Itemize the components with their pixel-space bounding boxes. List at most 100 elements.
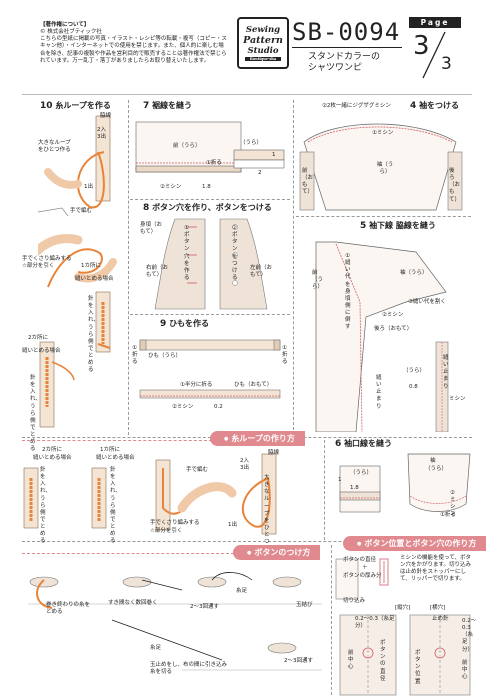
loop-a1: 2カ所に	[42, 447, 62, 453]
pattern-code: SB-0094	[292, 18, 402, 48]
step6-label: 袖口線を縫う	[344, 439, 393, 448]
copyright-company: © 株式会社ブティック社	[40, 29, 102, 36]
page-total: 3	[441, 54, 452, 74]
btn-b8: 2〜3回通す	[284, 658, 313, 664]
s10-label6: 手で編む	[70, 208, 93, 214]
step6-illustration	[339, 453, 471, 513]
s5-machine2: ミシン	[449, 396, 466, 402]
btn-b6: 糸足	[150, 645, 162, 651]
position-illustration	[335, 558, 471, 696]
s6-m18: 1.8	[350, 485, 359, 491]
loop-e2: ☆部分を引く	[150, 528, 183, 534]
button-banner-rule	[22, 553, 234, 554]
s10-label9: 1カ所に	[81, 263, 101, 269]
button-illustration	[28, 572, 322, 671]
s9-fold2: ①折る	[282, 345, 288, 366]
page-slash-icon	[422, 31, 446, 79]
step7-title: 7 裾線を縫う	[143, 100, 192, 111]
s7-m18: 1.8	[202, 184, 211, 190]
s4-front: 前（おもて）	[302, 168, 314, 196]
loop-d4: 脇線	[268, 450, 280, 456]
loop-banner-rule	[22, 440, 212, 441]
s6-fold: ①折る	[440, 512, 456, 518]
step8-label: ボタン穴を作り、ボタンをつける	[152, 203, 272, 212]
pos-p10: ボタンの直径	[380, 640, 386, 682]
step8-title: 8 ボタン穴を作り、ボタンをつける	[143, 202, 272, 213]
page-current: 3	[413, 31, 430, 61]
s7-front: 前（うら）	[173, 143, 201, 149]
step5-illustration	[315, 241, 449, 432]
s5-split: ③縫い代を割く	[408, 299, 446, 305]
loop-c1: 手で編む	[186, 467, 209, 473]
s5-sleeve: 袖（うら）	[400, 270, 428, 276]
title-line1: スタンドカラーの	[308, 52, 381, 62]
loop-d2: 3出	[240, 465, 249, 471]
s5-stop: 縫い止まり	[376, 375, 382, 410]
page-indicator: Page 3 3	[409, 17, 461, 81]
step4-illustration	[299, 123, 463, 211]
btn-b7: 玉止めをし、布の間に引き込み糸を切る	[150, 662, 228, 676]
step10-illustration	[38, 115, 117, 428]
btn-b1: 巻き終わりの糸をとめる	[46, 602, 91, 616]
step9-illustration	[139, 339, 281, 399]
page-label: Page	[409, 17, 461, 28]
s6-machine: ②ミシン	[450, 490, 456, 518]
logo-line3: Studio	[247, 46, 279, 56]
copyright-heading: 【著作権について】	[40, 22, 90, 28]
s9-m02: 0.2	[214, 404, 223, 410]
s4-machine: ①ミシン	[372, 130, 394, 136]
pos-p14: 止め針	[432, 616, 449, 622]
pattern-title: スタンドカラーの シャツワンピ	[308, 52, 380, 75]
s10-label1: 2入	[97, 127, 106, 133]
step5-title: 5 袖下線 脇線を縫う	[360, 220, 436, 231]
header-divider	[22, 94, 472, 95]
s8-left-front: 左前（おもて）	[250, 265, 273, 279]
s9-machine: ②ミシン	[172, 404, 194, 410]
logo-line1: Sewing	[245, 25, 281, 35]
step7-illustration	[135, 121, 285, 173]
loop-illustration	[23, 453, 277, 535]
loop-e1: 手でくさり編みする	[150, 520, 200, 526]
s9-fold: ①折る	[132, 345, 138, 366]
s5-seam-allow: ①縫い代を身頃側に倒す	[345, 253, 351, 331]
step6-title: 6 袖口線を縫う	[335, 438, 392, 449]
pos-p13: 前中心	[462, 660, 468, 681]
s10-label14: 針を入れ、うら側でとめる	[30, 375, 42, 453]
btn-b4: 糸足	[236, 588, 248, 594]
s7-ura: （うら）	[240, 140, 263, 146]
divider-v1	[128, 100, 129, 435]
s5-stop2: 縫い止まり	[443, 355, 449, 390]
pos-p7: [横穴]	[430, 605, 446, 611]
step4-title: 4 袖をつける	[410, 100, 459, 111]
s5-ura: （うら）	[403, 368, 426, 374]
btn-b2: すき間なく数回巻く	[108, 600, 158, 606]
s8-hole: ①ボタン穴を作る	[184, 225, 190, 281]
step8-illustration	[154, 218, 268, 310]
s6-ura: （うら）	[350, 470, 373, 476]
button-banner: ボタンのつけ方	[233, 545, 321, 560]
s4-sleeve: 袖（うら）	[376, 162, 394, 176]
pos-p3: ボタンの厚み分	[343, 573, 382, 579]
s10-label7: 手でくさり編みする	[22, 256, 72, 262]
step6-number: 6	[335, 439, 342, 449]
pos-p11: ボタン位置	[415, 650, 421, 685]
s5-back: 後ろ（おもて）	[374, 326, 413, 332]
divider-h5	[22, 541, 472, 542]
step9-number: 9	[160, 319, 167, 329]
btn-b5: 玉結び	[296, 602, 313, 608]
loop-a3: 針を入れ、うら側でとめる	[40, 467, 52, 545]
pos-p4: ミシンの機能を使って、ボタン穴をかがります。切り込みは止め針をストッパーにして、…	[400, 555, 471, 583]
s8-button: ②ボタンをつける	[232, 225, 238, 281]
brand-logo: Sewing Pattern Studio Boutique-sha	[237, 17, 289, 69]
s9-himo-ura: ひも（うら）	[148, 353, 182, 359]
step10-number: 10	[40, 101, 53, 111]
divider-v2	[293, 100, 294, 435]
s4-back: 後ろ（おもて）	[449, 168, 461, 203]
copyright-body: こちらの型紙に掲載の写真・イラスト・レシピ等の転載・複写（コピー・スキャン他）・…	[40, 36, 227, 64]
s4-zigzag: ②2枚一緒にジグザグミシン	[322, 103, 391, 109]
s5-machine: ②ミシン	[382, 312, 404, 318]
copyright-block: 【著作権について】 © 株式会社ブティック社 こちらの型紙に掲載の写真・イラスト…	[40, 22, 228, 65]
s5-08: 0.8	[409, 384, 418, 390]
s9-himo-omote: ひも（おもて）	[234, 382, 273, 388]
s10-label4: 1出	[84, 184, 93, 190]
